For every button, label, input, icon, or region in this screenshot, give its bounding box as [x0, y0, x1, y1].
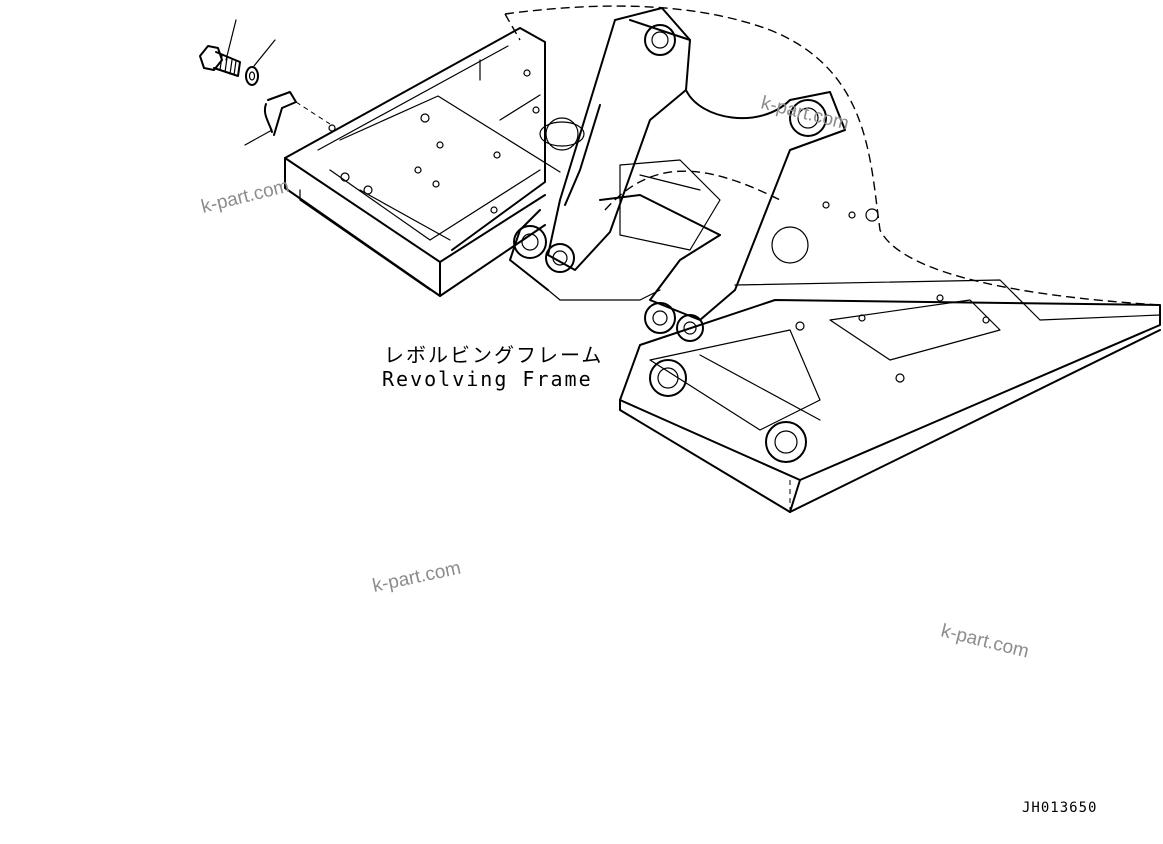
rear-frame [619, 201, 1161, 515]
watermark: k-part.com [371, 558, 463, 597]
bolt-icon [199, 19, 241, 77]
watermark: k-part.com [759, 92, 851, 134]
boom-bracket [509, 7, 846, 342]
frame-hidden-outline [504, 5, 1161, 306]
watermark: k-part.com [199, 176, 291, 218]
part-name-english: Revolving Frame [382, 367, 593, 391]
watermark: k-part.com [939, 620, 1031, 662]
drawing-id: JH013650 [1022, 800, 1097, 816]
left-deck [284, 27, 585, 297]
part-name-japanese: レボルビングフレーム [384, 343, 603, 367]
clamp-icon [244, 91, 331, 146]
washer-icon [245, 39, 276, 86]
